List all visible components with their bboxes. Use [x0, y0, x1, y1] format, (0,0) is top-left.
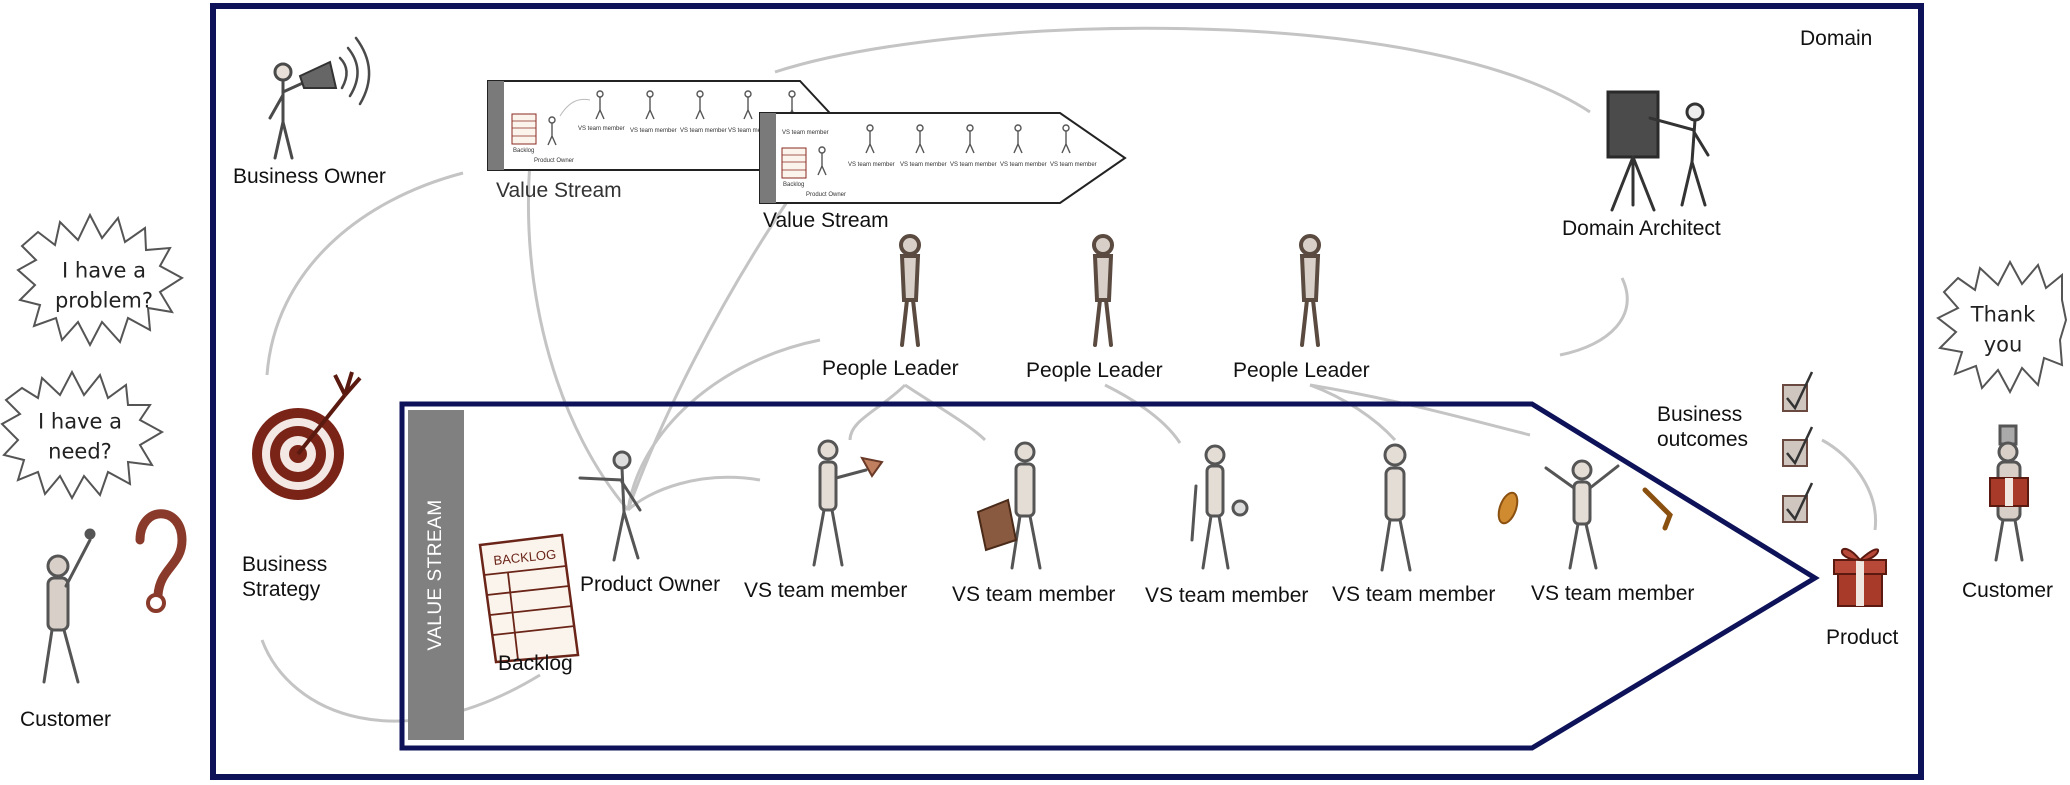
backlog-label: Backlog — [498, 652, 573, 675]
vs-team-member-figure-1 — [812, 439, 884, 567]
vs1-mini-member-1: VS team member — [578, 126, 625, 132]
product-label: Product — [1826, 626, 1899, 649]
value-stream-vertical-bar: VALUE STREAM — [408, 410, 464, 740]
vs-team-member-figure-3 — [1190, 444, 1249, 570]
bubble-need-shape — [0, 369, 165, 501]
business-outcome-checkboxes — [1782, 371, 1814, 523]
vs-team-member-figure-2 — [976, 441, 1042, 570]
domain-frame — [210, 3, 1924, 780]
people-leader-figure-3 — [1299, 234, 1321, 347]
customer-left-label: Customer — [20, 708, 112, 731]
bubble-problem-shape — [16, 212, 184, 348]
business-owner-figure — [268, 36, 371, 160]
vs2-mini-member-2: VS team member — [900, 162, 947, 168]
connector-outcomes-product — [1821, 438, 1878, 531]
connector-vs2-owner — [626, 189, 797, 511]
connector-leader1-member1 — [848, 383, 907, 441]
connector-valuestream-architect — [774, 26, 1591, 114]
backlog-sheet-title: BACKLOG — [493, 546, 557, 567]
connector-leader1-member2 — [904, 383, 987, 442]
question-mark-icon — [135, 509, 187, 613]
domain-architect-label: Domain Architect — [1562, 217, 1721, 240]
vs2-mini-member-3: VS team member — [950, 162, 997, 168]
value-stream-arrow — [399, 401, 1820, 751]
vs-team-member-label-2: VS team member — [952, 583, 1116, 606]
connector-owner-strategy — [265, 171, 464, 376]
business-owner-label: Business Owner — [233, 165, 386, 188]
people-leader-label-3: People Leader — [1233, 359, 1370, 382]
value-stream-thumbnail-2: Backlog Product Owner VS team member VS … — [759, 112, 1127, 204]
vs1-mini-member-3: VS team member — [680, 128, 727, 134]
connector-architect-leader — [1559, 277, 1629, 357]
backlog-sheet-icon: BACKLOG — [478, 533, 580, 664]
business-strategy-label: Business Strategy — [242, 553, 328, 602]
bubble-thanks-text: Thank you — [1970, 302, 2036, 357]
vs-team-member-figures — [812, 439, 1673, 572]
connector-leader3-member4 — [1309, 383, 1397, 442]
vs1-mini-member-4: VS team member — [728, 128, 775, 134]
value-stream-label-2: Value Stream — [763, 209, 889, 232]
customer-left-figure — [42, 528, 96, 684]
domain-label: Domain — [1800, 27, 1873, 50]
connector-lines — [260, 26, 1878, 723]
business-outcomes-label: Business outcomes — [1657, 403, 1749, 452]
vs1-mini-member-2: VS team member — [630, 128, 677, 134]
product-gift-icon — [1833, 547, 1887, 607]
business-strategy-target-icon — [252, 371, 362, 500]
customer-right-label: Customer — [1962, 579, 2054, 602]
people-leader-label-2: People Leader — [1026, 359, 1163, 382]
people-leader-label-1: People Leader — [822, 357, 959, 380]
vs-team-member-figure-5 — [1497, 459, 1673, 570]
vs-team-member-label-4: VS team member — [1332, 583, 1496, 606]
vs2-mini-member-top: VS team member — [782, 130, 829, 136]
connector-strategy-backlog — [260, 639, 541, 723]
customer-right-figure — [1989, 424, 2029, 562]
bubble-problem-text: I have a problem? — [54, 258, 154, 313]
vs-team-member-label-1: VS team member — [744, 579, 908, 602]
vs2-mini-member-5: VS team member — [1050, 162, 1097, 168]
domain-architect-figure — [1606, 90, 1710, 212]
connector-vs1-owner — [526, 159, 630, 511]
value-stream-thumbnail-1: Backlog Product Owner VS team member VS … — [487, 80, 842, 171]
vs-team-member-label-3: VS team member — [1145, 584, 1309, 607]
vs2-mini-product-owner: Product Owner — [806, 192, 846, 198]
product-owner-label: Product Owner — [580, 573, 721, 596]
vs2-mini-backlog: Backlog — [783, 182, 804, 188]
value-stream-label-1: Value Stream — [496, 179, 622, 202]
vs2-mini-member-4: VS team member — [1000, 162, 1047, 168]
connector-member-owner — [626, 475, 761, 512]
connector-leader-owner — [626, 338, 821, 511]
value-stream-vertical-label: VALUE STREAM — [425, 499, 446, 651]
connector-leader2-member3 — [1104, 383, 1182, 444]
vs-team-member-figure-4 — [1380, 443, 1412, 572]
vs2-mini-member-1: VS team member — [848, 162, 895, 168]
vs1-mini-backlog: Backlog — [513, 148, 534, 154]
vs1-mini-product-owner: Product Owner — [534, 158, 574, 164]
people-leader-figure-2 — [1092, 234, 1114, 347]
vs-team-member-label-5: VS team member — [1531, 582, 1695, 605]
bubble-thanks-shape — [1936, 259, 2068, 395]
bubble-need-text: I have a need? — [38, 409, 122, 464]
speech-bubbles — [0, 212, 2068, 501]
people-leader-figures — [899, 234, 1321, 347]
connector-leader3-member5 — [1309, 383, 1531, 437]
product-owner-figure — [578, 450, 642, 562]
people-leader-figure-1 — [899, 234, 921, 347]
